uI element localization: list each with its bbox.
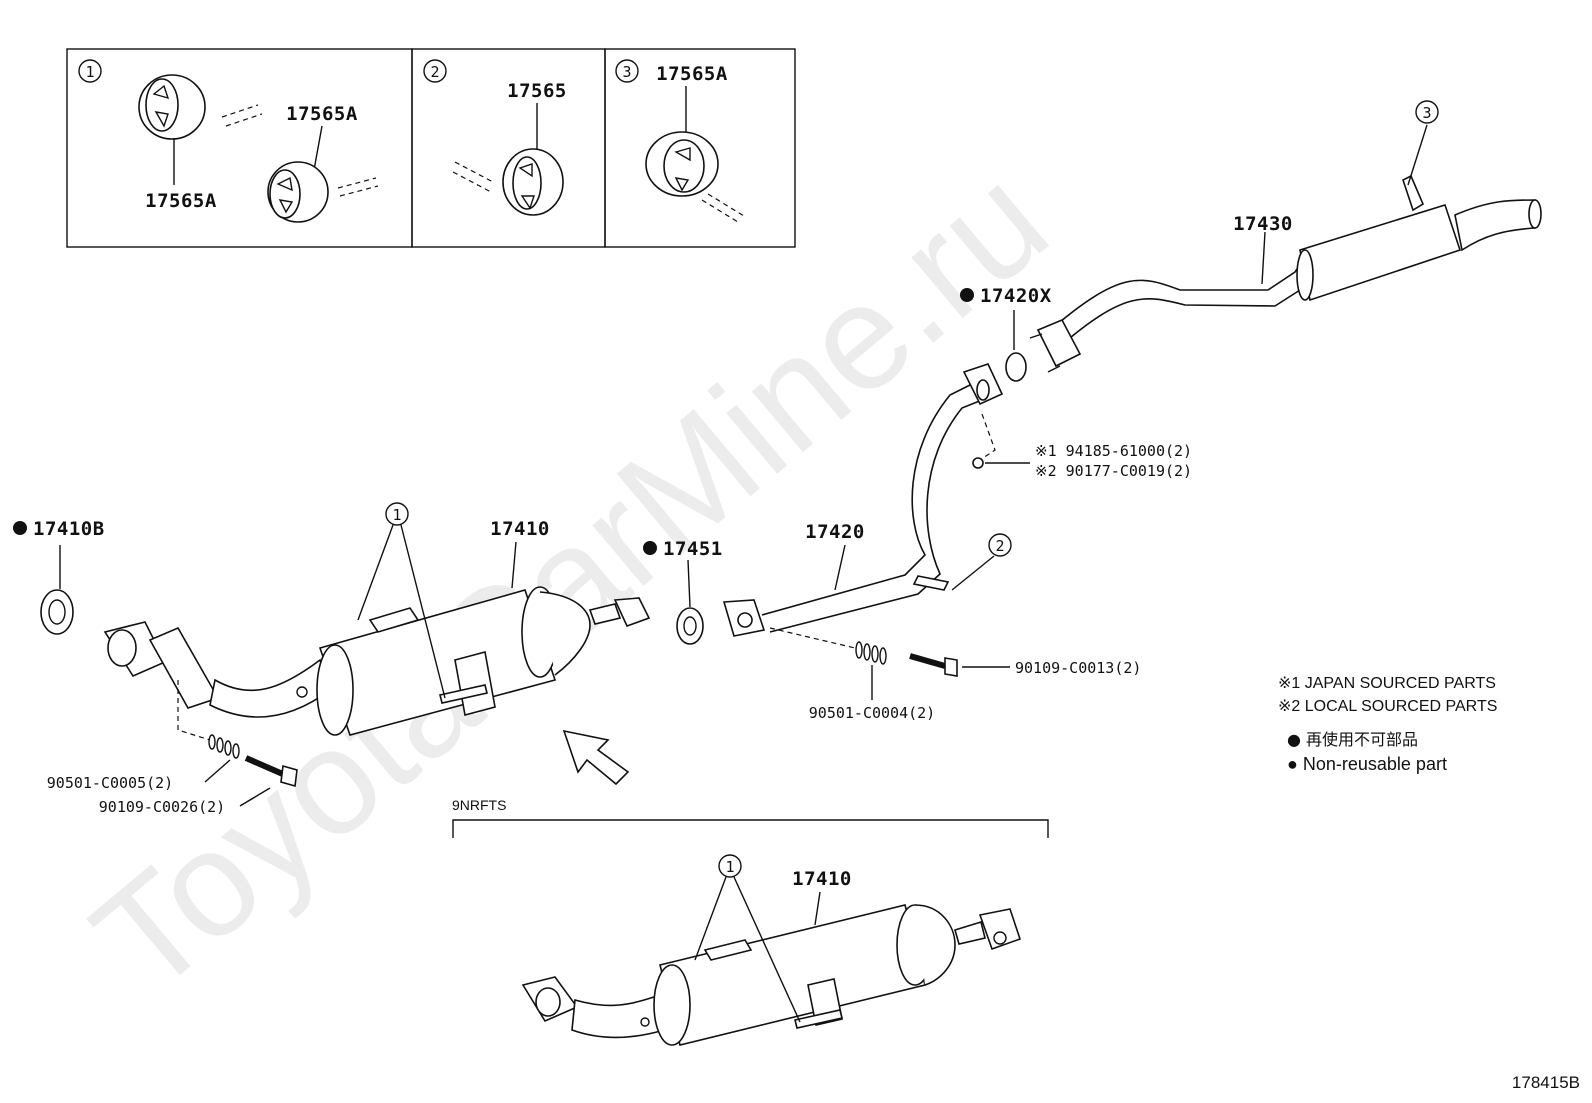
bolt-icon (244, 755, 298, 788)
label-94185: ※1 94185-61000(2) (1035, 442, 1192, 460)
label-90501-c0004: 90501-C0004(2) (809, 704, 935, 722)
callout-circle-2 (423, 59, 447, 83)
label-17451: 17451 (663, 538, 723, 560)
callout-circle-2 (988, 533, 1012, 557)
diagram-id: 178415B (1512, 1073, 1580, 1092)
legend-nonreusable-en: ● Non-reusable part (1287, 754, 1447, 774)
center-pipe-17420 (722, 363, 1004, 637)
inset-1-label-top: 17565A (286, 103, 358, 125)
label-17430: 17430 (1233, 213, 1293, 235)
bolt-icon (909, 653, 958, 677)
hanger-icon (138, 74, 206, 140)
label-17410: 17410 (490, 518, 550, 540)
spring-icon (855, 641, 887, 665)
label-17420: 17420 (805, 521, 865, 543)
callout-2: 2 (995, 537, 1004, 555)
label-90501-c0005: 90501-C0005(2) (47, 774, 173, 792)
label-90109-c0013: 90109-C0013(2) (1015, 659, 1141, 677)
inset-1-label-bottom: 17565A (145, 190, 217, 212)
legend-japan: ※1 JAPAN SOURCED PARTS (1278, 675, 1496, 692)
callout-1-variant: 1 (725, 858, 734, 876)
callout-circle-1 (718, 854, 742, 878)
converter-17410-variant (521, 904, 1022, 1046)
label-90109-c0026: 90109-C0026(2) (99, 798, 225, 816)
tailpipe-assembly-17430 (1029, 174, 1542, 373)
non-reusable-dot-icon (13, 521, 27, 535)
callout-1-main: 1 (392, 506, 401, 524)
gasket-17420X (1005, 352, 1027, 382)
inset-2-label: 17565 (507, 80, 567, 102)
non-reusable-dot-icon (960, 288, 974, 302)
label-90177: ※2 90177-C0019(2) (1035, 462, 1192, 480)
inset-marker-3: 3 (622, 63, 631, 81)
inset-box-3 (604, 48, 796, 248)
callout-3: 3 (1422, 104, 1431, 122)
non-reusable-dot-icon (643, 541, 657, 555)
hanger-icon (267, 161, 329, 223)
hanger-icon (502, 148, 564, 216)
legend-local: ※2 LOCAL SOURCED PARTS (1278, 698, 1497, 715)
inset-box-1 (66, 48, 413, 248)
front-direction-arrow-icon (562, 729, 630, 786)
label-17410B: 17410B (33, 518, 105, 540)
gasket-17451 (676, 607, 704, 645)
label-17410-variant: 17410 (792, 868, 852, 890)
inset-marker-1: 1 (85, 63, 94, 81)
variant-label: 9NRFTS (452, 797, 506, 813)
variant-bracket (452, 819, 1049, 838)
callout-circle-3 (1415, 100, 1439, 124)
callout-circle-1 (385, 502, 409, 526)
callout-circle-3 (615, 59, 639, 83)
label-17420X: 17420X (980, 285, 1052, 307)
inset-3-label: 17565A (656, 63, 728, 85)
hanger-icon (645, 131, 719, 197)
gasket-17410B (40, 589, 74, 635)
spring-icon (208, 734, 240, 759)
converter-17410 (103, 586, 651, 736)
inset-marker-2: 2 (430, 63, 439, 81)
bolt-icon (972, 457, 984, 469)
inset-panel: 1 17565A 17565A 2 17565 3 17565 (66, 48, 796, 248)
legend-nonreusable-jp: ● 再使用不可部品 (1287, 730, 1418, 749)
inset-box-2 (411, 48, 606, 248)
callout-circle-1 (78, 59, 102, 83)
